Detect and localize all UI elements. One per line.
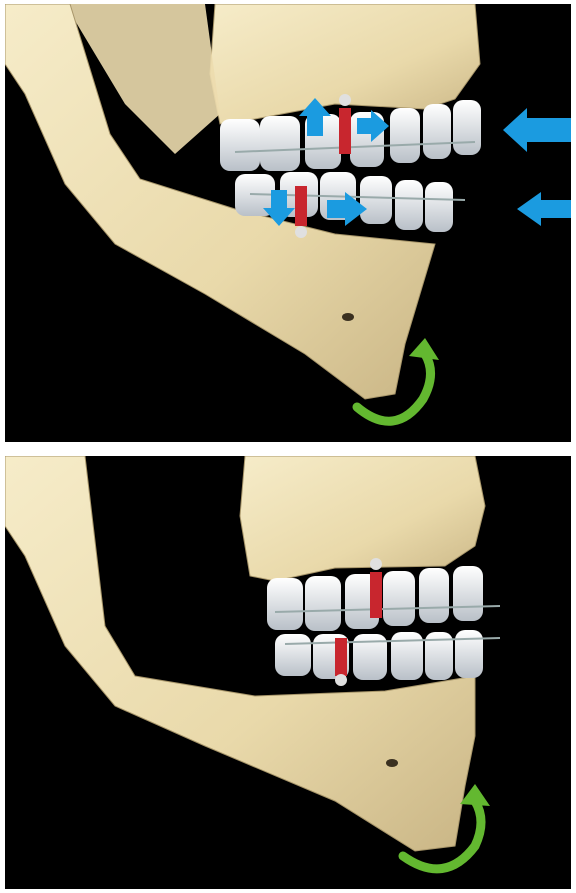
upper-teeth [267, 566, 500, 631]
arrow-left-lower [517, 192, 571, 226]
anchor-lower [295, 186, 307, 238]
anchor-upper [339, 94, 351, 154]
lower-teeth [275, 630, 500, 680]
panel-before-treatment [5, 4, 571, 442]
arrow-left-upper [503, 108, 571, 152]
maxilla [240, 456, 485, 581]
panel-after-treatment [5, 456, 571, 889]
anchor-lower [335, 638, 347, 686]
skull-illustration-before [5, 4, 571, 442]
mental-foramen [386, 759, 398, 767]
mental-foramen [342, 313, 354, 321]
skull-illustration-after [5, 456, 571, 889]
rotation-arrow-head [409, 338, 439, 360]
anchor-upper [370, 558, 382, 618]
